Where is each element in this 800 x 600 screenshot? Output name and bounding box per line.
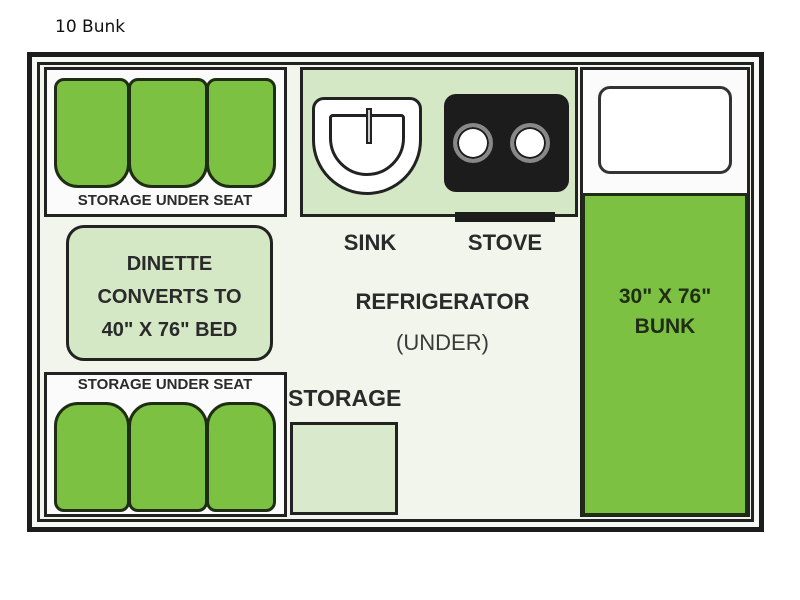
refrigerator-label: REFRIGERATOR (355, 289, 530, 314)
top-seat-cushion-1 (54, 78, 130, 188)
storage-under-seat-top-label: STORAGE UNDER SEAT (77, 192, 253, 209)
bunk-bed (582, 193, 748, 516)
storage-under-seat-bottom-label: STORAGE UNDER SEAT (77, 376, 253, 393)
refrigerator-note: (UNDER) (396, 330, 489, 355)
burner-icon (453, 123, 493, 163)
storage-label: STORAGE (288, 385, 402, 411)
bunk-label: 30" X 76" BUNK (582, 282, 748, 342)
stove-label: STOVE (467, 230, 543, 255)
dinette-label-line3: 40" X 76" BED (101, 319, 238, 341)
window-icon (598, 86, 732, 174)
bottom-seat-cushion-1 (54, 402, 130, 512)
burner-icon (510, 123, 550, 163)
bottom-seat-cushion-2 (128, 402, 208, 512)
bunk-size-label: 30" X 76" (618, 285, 712, 308)
bottom-seat-cushion-3 (206, 402, 276, 512)
top-seat-cushion-2 (128, 78, 208, 188)
dinette-label-line1: DINETTE (126, 253, 213, 275)
page-title: 10 Bunk (55, 17, 126, 37)
sink-label: SINK (343, 230, 397, 255)
dinette-label: DINETTE CONVERTS TO 40" X 76" BED (66, 248, 273, 347)
top-seat-cushion-3 (206, 78, 276, 188)
dinette-label-line2: CONVERTS TO (97, 286, 242, 308)
storage-cabinet (290, 422, 398, 515)
stove-icon (444, 94, 569, 192)
dinette-table (66, 225, 273, 361)
bunk-name-label: BUNK (634, 315, 696, 338)
stove-vent (455, 212, 555, 222)
sink-icon (312, 97, 422, 195)
